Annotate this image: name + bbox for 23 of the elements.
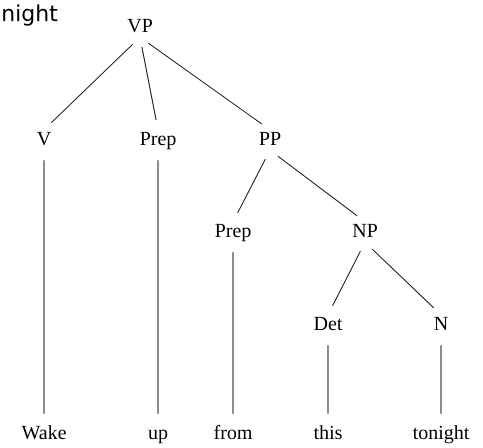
category-label: Prep — [140, 132, 176, 150]
tree-branch — [372, 248, 434, 308]
word-label: this — [314, 425, 342, 440]
tree-branch — [237, 158, 266, 214]
tree-branch — [148, 42, 262, 124]
category-label: VP — [127, 18, 152, 32]
category-label: V — [37, 132, 51, 146]
category-label: Det — [314, 316, 342, 330]
tree-branch — [50, 44, 134, 124]
category-label: NP — [352, 224, 377, 237]
category-label: Prep — [215, 224, 251, 242]
tree-branch — [141, 46, 157, 120]
category-label: N — [434, 316, 448, 330]
tree-branch — [278, 156, 358, 216]
tree-branch — [440, 344, 442, 414]
tree-branch — [332, 250, 361, 306]
word-label: Wake — [22, 425, 66, 440]
tree-branch — [232, 252, 234, 414]
category-label: PP — [259, 132, 280, 145]
word-label: tonight — [412, 425, 470, 444]
word-label: from — [214, 424, 252, 440]
cut-off-text: night — [3, 4, 58, 26]
word-label: up — [148, 430, 168, 444]
